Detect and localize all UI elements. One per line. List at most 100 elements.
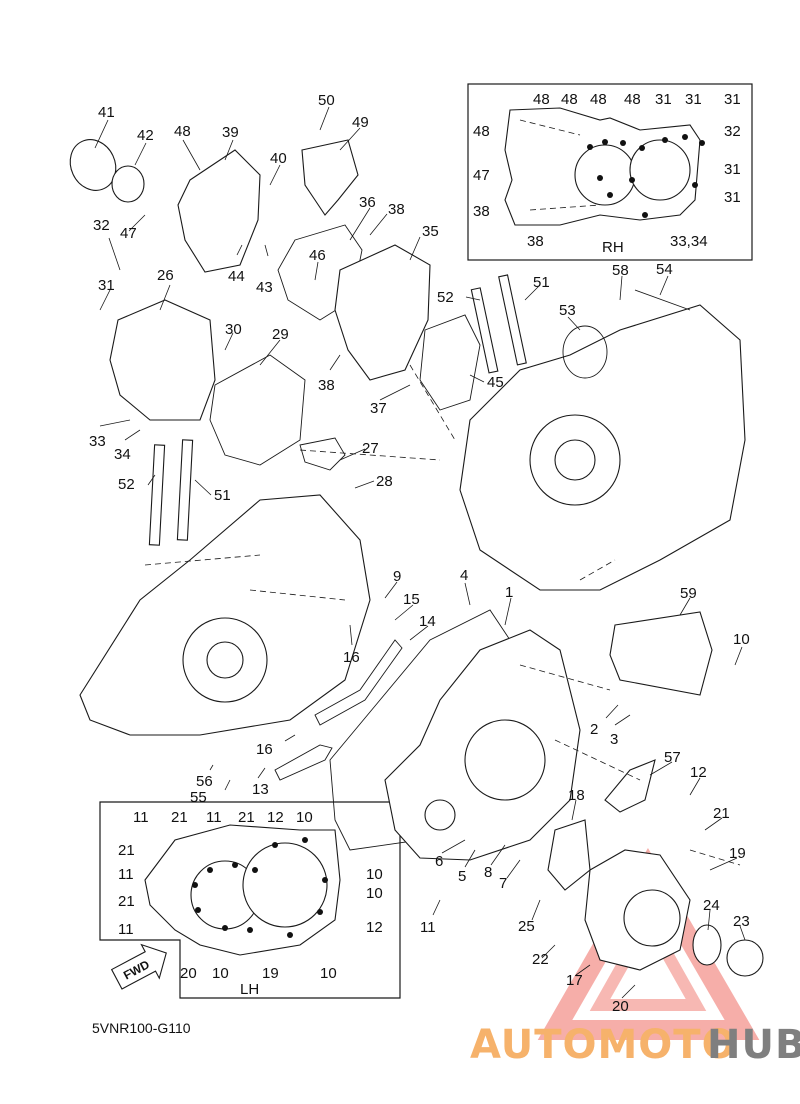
callout: 15 — [403, 591, 420, 608]
callout: 7 — [499, 875, 507, 892]
watermark-text: AUTOMOTO HUB — [470, 1022, 800, 1068]
callout: 14 — [419, 613, 436, 630]
callout: 11 — [206, 809, 222, 826]
callout: 47 — [473, 167, 490, 184]
callout: 43 — [256, 279, 273, 296]
callout: 19 — [262, 965, 279, 982]
callout: 1 — [505, 584, 513, 601]
callout: 40 — [270, 150, 287, 167]
callout: 48 — [624, 91, 641, 108]
callout: 18 — [568, 787, 585, 804]
inset-lh — [99, 801, 401, 999]
callout: 3 — [610, 731, 618, 748]
callout: 31 — [655, 91, 672, 108]
callout: 8 — [484, 864, 492, 881]
callout: 26 — [157, 267, 174, 284]
callout: 32 — [93, 217, 110, 234]
callout: 21 — [713, 805, 730, 822]
callout: 55 — [190, 789, 207, 806]
callout: 20 — [612, 998, 629, 1015]
callout: 38 — [527, 233, 544, 250]
callout: 9 — [393, 568, 401, 585]
callout: 6 — [435, 853, 443, 870]
callout: 33,34 — [670, 233, 708, 250]
callout: 42 — [137, 127, 154, 144]
callout: 13 — [252, 781, 269, 798]
callout: 10 — [296, 809, 313, 826]
callout: 24 — [703, 897, 720, 914]
callout: 48 — [473, 123, 490, 140]
callout: 21 — [118, 842, 135, 859]
callout-labels: 41 42 48 39 50 49 40 47 36 38 35 46 44 4… — [89, 91, 750, 1015]
inset-fastener-dots — [192, 134, 705, 938]
callout: 35 — [422, 223, 439, 240]
callout: 31 — [724, 91, 741, 108]
callout: 31 — [724, 161, 741, 178]
callout: 2 — [590, 721, 598, 738]
callout: 58 — [612, 262, 629, 279]
callout: 51 — [214, 487, 231, 504]
callout: 34 — [114, 446, 131, 463]
callout: 28 — [376, 473, 393, 490]
callout: 10 — [320, 965, 337, 982]
callout: 56 — [196, 773, 213, 790]
callout: 20 — [180, 965, 197, 982]
callout: 4 — [460, 567, 468, 584]
callout: 29 — [272, 326, 289, 343]
callout: 48 — [561, 91, 578, 108]
callout: 19 — [729, 845, 746, 862]
callout: 31 — [685, 91, 702, 108]
callout: 36 — [359, 194, 376, 211]
callout: 17 — [566, 972, 583, 989]
callout: 12 — [267, 809, 284, 826]
callout: 51 — [533, 274, 550, 291]
callout: 48 — [174, 123, 191, 140]
part-outlines — [69, 139, 764, 977]
callout: 33 — [89, 433, 106, 450]
callout: 32 — [724, 123, 741, 140]
callout: 39 — [222, 124, 239, 141]
callout: 49 — [352, 114, 369, 131]
callout: 59 — [680, 585, 697, 602]
callout: 25 — [518, 918, 535, 935]
watermark-brand-a: AUTOMOTO — [470, 1022, 737, 1068]
callout: 5 — [458, 868, 466, 885]
inset-lh-label: LH — [240, 981, 259, 998]
callout: 37 — [370, 400, 387, 417]
callout: 47 — [120, 225, 137, 242]
inset-rh — [467, 83, 753, 261]
callout: 22 — [532, 951, 549, 968]
callout: 38 — [473, 203, 490, 220]
callout: 21 — [171, 809, 188, 826]
callout: 50 — [318, 92, 335, 109]
callout: 10 — [212, 965, 229, 982]
callout: 11 — [118, 921, 134, 938]
callout: 31 — [724, 189, 741, 206]
callout: 54 — [656, 261, 673, 278]
callout: 38 — [318, 377, 335, 394]
callout: 48 — [533, 91, 550, 108]
callout: 30 — [225, 321, 242, 338]
callout: 41 — [98, 104, 115, 121]
callout: 11 — [118, 866, 134, 883]
leader-lines — [94, 106, 746, 999]
callout: 57 — [664, 749, 681, 766]
callout: 10 — [366, 885, 383, 902]
watermark-brand-b: HUB — [707, 1022, 800, 1068]
callout: 16 — [256, 741, 273, 758]
callout: 38 — [388, 201, 405, 218]
callout: 52 — [118, 476, 135, 493]
callout: 11 — [133, 809, 149, 826]
callout: 52 — [437, 289, 454, 306]
inset-rh-label: RH — [602, 239, 624, 256]
callout: 27 — [362, 440, 379, 457]
callout: 44 — [228, 268, 245, 285]
callout: 12 — [690, 764, 707, 781]
callout: 11 — [420, 919, 436, 936]
fwd-arrow: FWD — [110, 943, 167, 990]
callout: 10 — [733, 631, 750, 648]
callout: 45 — [487, 374, 504, 391]
callout: 21 — [238, 809, 255, 826]
callout: 46 — [309, 247, 326, 264]
